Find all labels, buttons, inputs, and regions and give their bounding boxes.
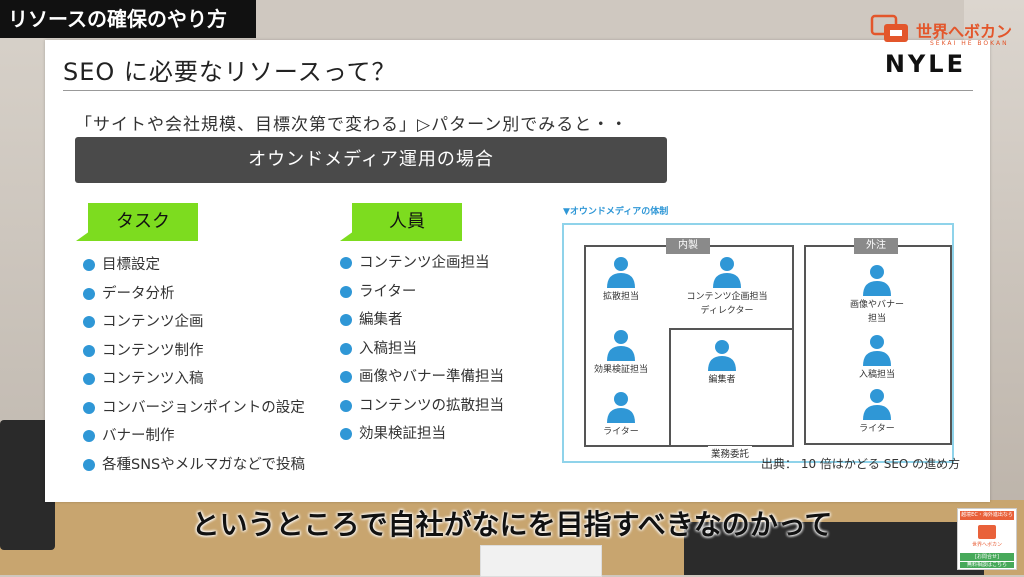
bullet-icon: [83, 344, 95, 357]
section-bar: オウンドメディア運用の場合: [75, 137, 667, 183]
diagram-title: ▼オウンドメディアの体制: [563, 207, 669, 217]
bullet-icon: [83, 287, 95, 300]
outsourcing-label: 業務委託: [708, 446, 753, 460]
list-item: バナー制作: [83, 422, 305, 451]
person-icon: [863, 265, 891, 296]
list-item: 効果検証担当: [340, 420, 504, 449]
channel-logo: 世界へボカン SEKAI HE BOKAN: [870, 14, 1020, 54]
person-icon: [708, 340, 736, 371]
person-icon: [607, 330, 635, 361]
org-diagram: 内製 外注 拡散担当 コンテンツ企画担当 ディレクター 効果検証担当 編集者 ラ…: [562, 223, 954, 463]
list-item: コンテンツ制作: [83, 337, 305, 366]
bullet-icon: [340, 342, 352, 355]
person-planner-director: コンテンツ企画担当 ディレクター: [672, 255, 782, 317]
promo-card[interactable]: 越境EC・海外進出なら 世界へボカン [お問合せ] 無料相談はこちら: [957, 508, 1017, 570]
bullet-icon: [83, 401, 95, 414]
person-icon: [863, 335, 891, 366]
list-item: 各種SNSやメルマガなどで投稿: [83, 451, 305, 480]
bullet-icon: [83, 316, 95, 329]
list-item: 目標設定: [83, 251, 305, 280]
bullet-icon: [340, 371, 352, 384]
person-icon: [863, 389, 891, 420]
list-item: 編集者: [340, 306, 504, 335]
promo-line2: 世界へボカン: [971, 542, 1002, 548]
channel-subname: SEKAI HE BOKAN: [930, 40, 1009, 47]
external-label: 外注: [854, 238, 898, 254]
list-item: 画像やバナー準備担当: [340, 363, 504, 392]
list-item: コンバージョンポイントの設定: [83, 394, 305, 423]
person-icon: [713, 257, 741, 288]
member-list: コンテンツ企画担当 ライター 編集者 入稿担当 画像やバナー準備担当 コンテンツ…: [340, 249, 504, 449]
task-tag: タスク: [76, 203, 198, 241]
laptop-right: [684, 522, 984, 575]
list-item: コンテンツ企画担当: [340, 249, 504, 278]
person-writer-external: ライター: [832, 387, 922, 435]
list-item: ライター: [340, 278, 504, 307]
person-kakusan: 拡散担当: [576, 255, 666, 303]
list-item: コンテンツ入稿: [83, 365, 305, 394]
slide-subtitle: 「サイトや会社規模、目標次第で変わる」▷パターン別でみると・・: [75, 115, 629, 135]
list-item: 入稿担当: [340, 335, 504, 364]
inhouse-label: 内製: [666, 238, 710, 254]
video-title-overlay: リソースの確保のやり方: [0, 0, 256, 38]
list-item: コンテンツの拡散担当: [340, 392, 504, 421]
list-item: コンテンツ企画: [83, 308, 305, 337]
bullet-icon: [340, 428, 352, 441]
person-image-banner: 画像やバナー 担当: [832, 263, 922, 325]
person-icon: [607, 392, 635, 423]
bullet-icon: [340, 314, 352, 327]
person-writer-inhouse: ライター: [576, 390, 666, 438]
bullet-icon: [83, 430, 95, 443]
promo-line4: 無料相談はこちら: [960, 562, 1014, 568]
bullet-icon: [83, 259, 95, 272]
papers: [480, 545, 602, 577]
bullet-icon: [340, 257, 352, 270]
list-item: データ分析: [83, 280, 305, 309]
promo-logo-icon: [978, 525, 996, 539]
nyle-logo: NYLE: [884, 50, 966, 78]
promo-line3: [お問合せ]: [960, 553, 1014, 561]
speech-bubble-logo-icon: [870, 14, 908, 42]
bullet-icon: [83, 373, 95, 386]
bullet-icon: [340, 399, 352, 412]
outsourcing-divider: [669, 328, 792, 445]
task-list: 目標設定 データ分析 コンテンツ企画 コンテンツ制作 コンテンツ入稿 コンバージ…: [83, 251, 305, 479]
slide-title: SEO に必要なリソースって？: [63, 58, 397, 86]
bullet-icon: [83, 458, 95, 471]
promo-line1: 越境EC・海外進出なら: [960, 511, 1014, 520]
person-nyuko: 入稿担当: [832, 333, 922, 381]
channel-name: 世界へボカン: [916, 22, 1013, 41]
person-icon: [607, 257, 635, 288]
bullet-icon: [340, 285, 352, 298]
source-citation: 出典： 10 倍はかどる SEO の進め方: [761, 457, 961, 471]
member-tag: 人員: [340, 203, 462, 241]
title-divider: [63, 90, 973, 91]
subtitle-caption: というところで自社がなにを目指すべきなのかって: [191, 508, 833, 541]
slide: SEO に必要なリソースって？ NYLE 「サイトや会社規模、目標次第で変わる」…: [45, 40, 990, 502]
person-editor: 編集者: [677, 338, 767, 386]
person-kouka: 効果検証担当: [576, 328, 666, 376]
